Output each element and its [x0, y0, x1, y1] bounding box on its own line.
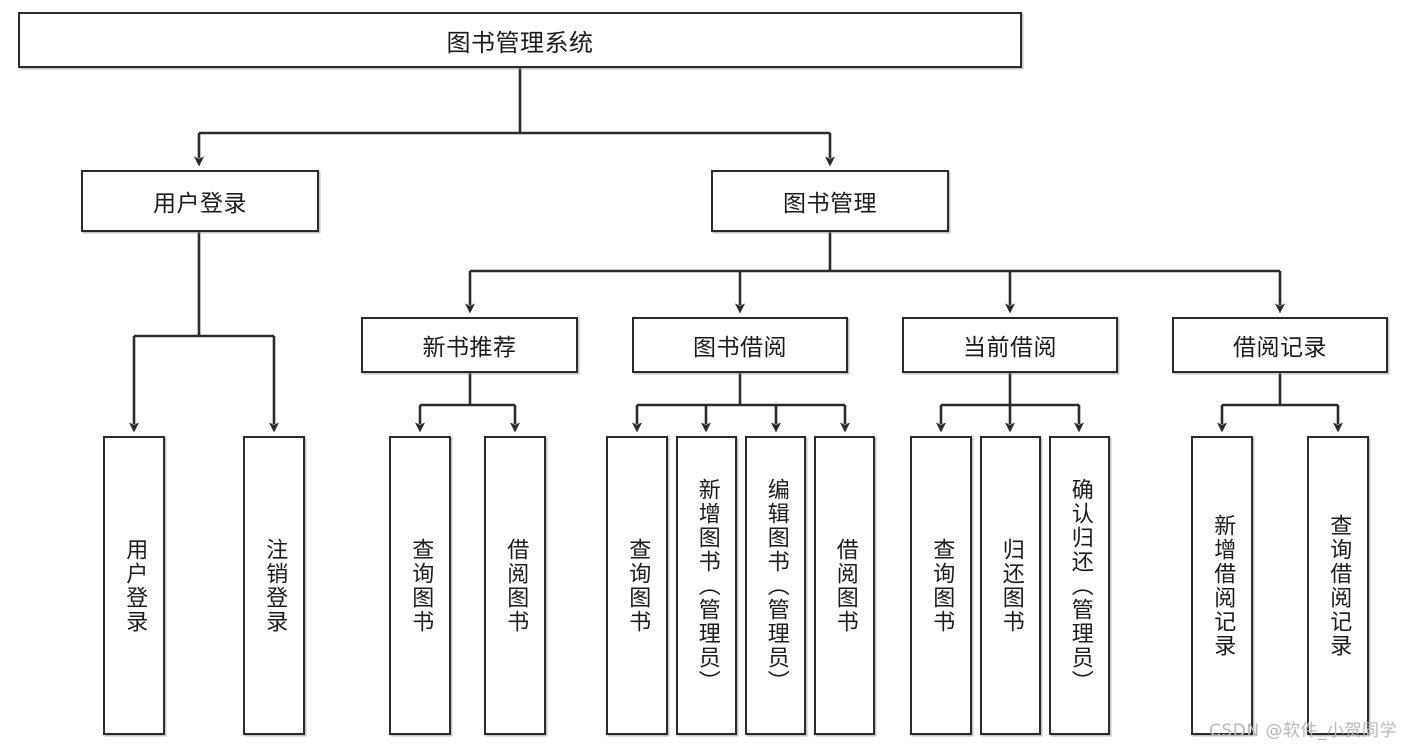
node-label: 借阅图书	[503, 537, 529, 634]
node-label: 图书管理	[783, 191, 877, 217]
node-current-borrow[interactable]: 当前借阅	[902, 317, 1118, 373]
leaf-user-login[interactable]: 用户登录	[103, 436, 165, 735]
leaf-borrow-book-recommend[interactable]: 借阅图书	[484, 436, 546, 735]
node-user-login[interactable]: 用户登录	[81, 170, 319, 232]
node-label: 确认归还（管理员）	[1067, 477, 1093, 694]
node-label: 新增图书（管理员）	[694, 477, 720, 694]
node-new-book-recommend[interactable]: 新书推荐	[361, 317, 578, 373]
node-label: 用户登录	[153, 191, 247, 217]
node-label: 当前借阅	[963, 335, 1057, 361]
node-label: 用户登录	[122, 537, 148, 634]
leaf-query-book-borrow[interactable]: 查询图书	[606, 436, 668, 735]
node-book-borrow[interactable]: 图书借阅	[632, 317, 848, 373]
node-label: 借阅图书	[832, 537, 858, 634]
leaf-query-book-current[interactable]: 查询图书	[910, 436, 972, 735]
node-label: 归还图书	[998, 537, 1024, 634]
node-label: 查询图书	[625, 537, 651, 634]
leaf-query-borrow-record[interactable]: 查询借阅记录	[1307, 436, 1369, 735]
leaf-add-book-admin[interactable]: 新增图书（管理员）	[676, 436, 737, 735]
leaf-user-logout[interactable]: 注销登录	[243, 436, 305, 735]
node-label: 查询图书	[408, 537, 434, 634]
node-label: 注销登录	[262, 537, 288, 634]
node-label: 查询借阅记录	[1326, 513, 1352, 658]
node-book-management[interactable]: 图书管理	[711, 170, 949, 232]
node-label: 新增借阅记录	[1210, 513, 1236, 658]
node-label: 图书借阅	[693, 335, 787, 361]
leaf-add-borrow-record[interactable]: 新增借阅记录	[1191, 436, 1253, 735]
leaf-borrow-book[interactable]: 借阅图书	[814, 436, 875, 735]
leaf-edit-book-admin[interactable]: 编辑图书（管理员）	[745, 436, 806, 735]
node-root[interactable]: 图书管理系统	[18, 12, 1022, 68]
node-borrow-record[interactable]: 借阅记录	[1172, 317, 1388, 373]
node-label: 图书管理系统	[446, 28, 594, 57]
node-label: 新书推荐	[422, 335, 517, 361]
leaf-query-book-recommend[interactable]: 查询图书	[389, 436, 451, 735]
node-label: 查询图书	[929, 537, 955, 634]
node-label: 编辑图书（管理员）	[763, 477, 789, 694]
leaf-confirm-return-admin[interactable]: 确认归还（管理员）	[1049, 436, 1110, 735]
node-label: 借阅记录	[1233, 335, 1327, 361]
leaf-return-book[interactable]: 归还图书	[980, 436, 1041, 735]
